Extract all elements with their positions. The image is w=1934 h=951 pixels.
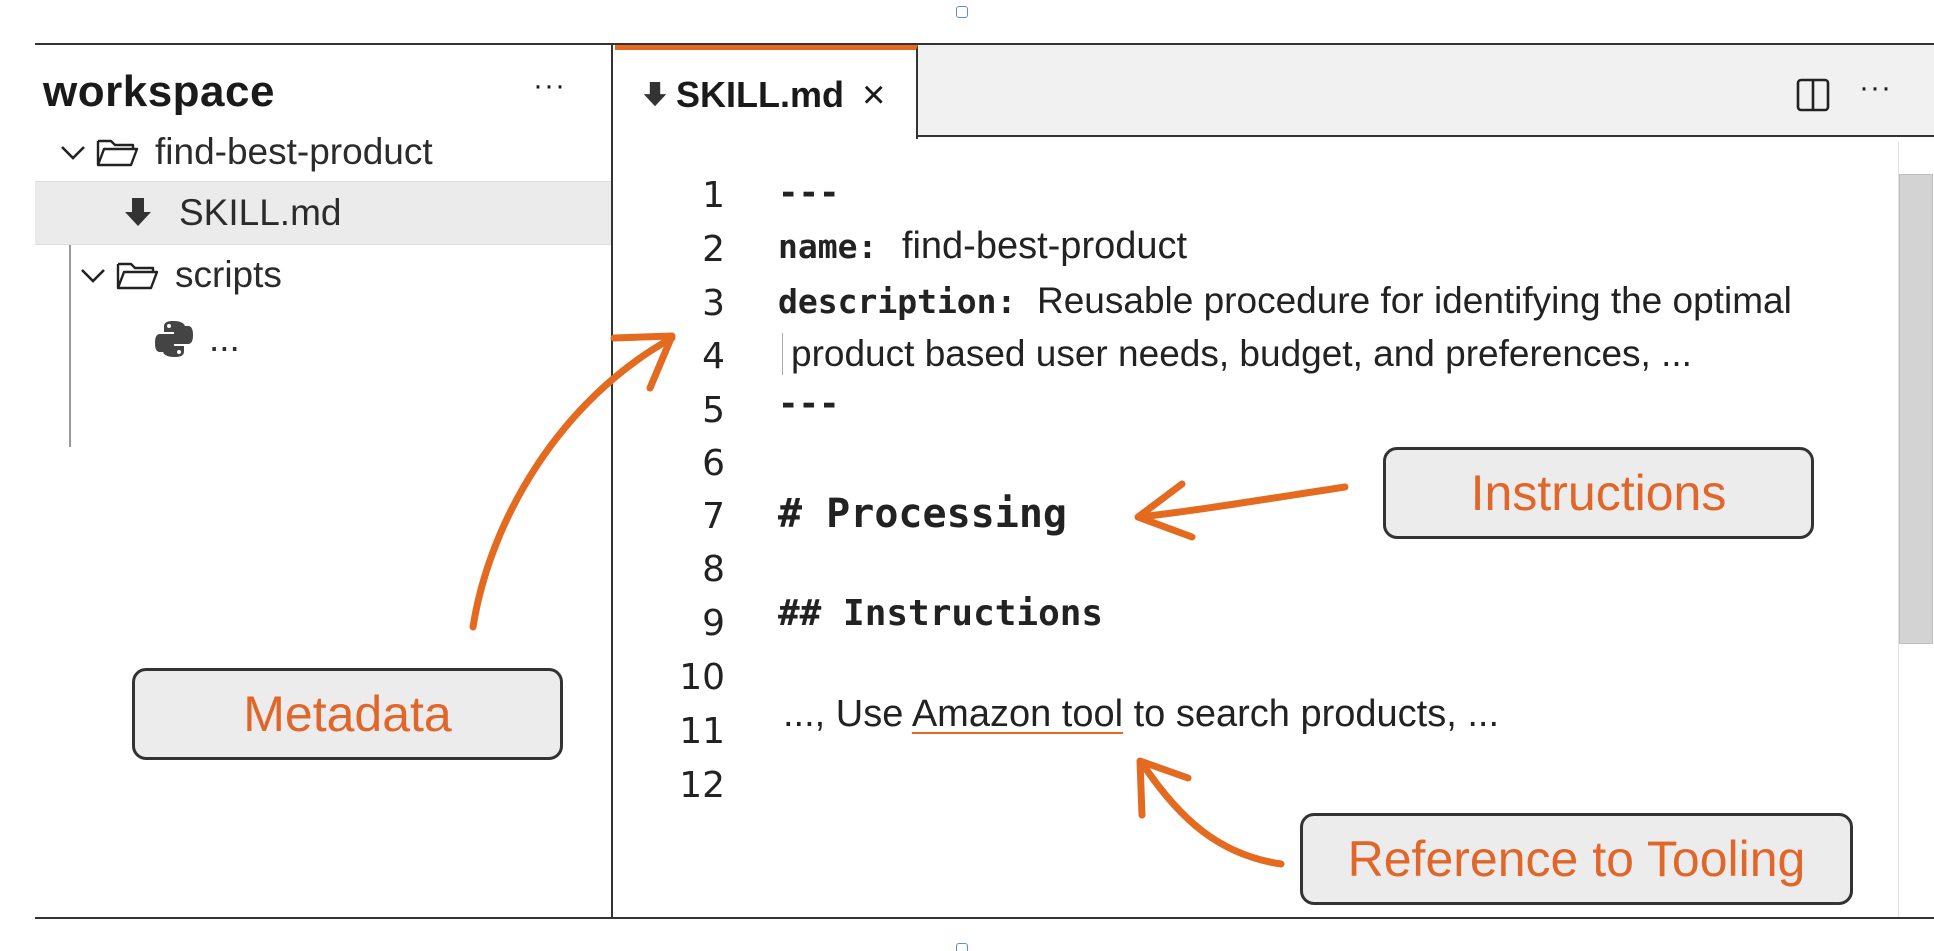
code-line-description-cont: product based user needs, budget, and pr… [782,333,1692,375]
callout-tooling: Reference to Tooling [1300,813,1853,905]
callout-instructions: Instructions [1383,447,1814,539]
heading-processing: # Processing [778,491,1067,537]
tree-item-python-file[interactable]: ... [35,307,611,371]
python-icon [155,321,193,357]
editor-more-button[interactable]: ··· [1859,71,1892,104]
folder-open-icon [116,262,159,290]
line-number: 1 [702,175,725,216]
tree-indent-guide [69,223,71,447]
line-number: 6 [702,443,725,484]
amazon-tool-link[interactable]: Amazon tool [911,693,1124,735]
explorer-sidebar: workspace ··· find-best-product SKILL.md… [35,45,613,917]
sidebar-more-button[interactable]: ··· [533,69,566,102]
chevron-down-icon [81,269,105,283]
code-line-description: description: Reusable procedure for iden… [778,280,1792,323]
tree-item-scripts[interactable]: scripts [35,243,611,307]
line-number: 12 [679,765,725,806]
workspace-title: workspace [43,67,275,116]
code-editor: SKILL.md × ··· 1 2 3 4 5 6 7 8 9 10 11 1… [615,45,1934,917]
tree-item-label: scripts [175,254,282,295]
tree-item-label: find-best-product [155,131,433,172]
text-segment: to search products, ... [1123,693,1500,735]
bottom-resize-handle[interactable] [956,943,968,951]
frontmatter-value: find-best-product [901,225,1188,267]
line-number: 3 [702,283,725,324]
window-frame [35,43,1934,919]
split-editor-icon[interactable] [1796,78,1830,112]
frontmatter-key: description: [778,282,1017,321]
callout-metadata: Metadata [132,668,563,760]
text-segment: ..., Use [783,693,912,735]
code-line-frontmatter-start: --- [778,173,840,213]
line-number: 10 [679,657,725,698]
tree-item-find-best-product[interactable]: find-best-product [35,120,611,184]
frontmatter-key: name: [778,227,878,266]
line-number: 9 [702,603,725,644]
frontmatter-value: Reusable procedure for identifying the o… [1036,280,1792,321]
tree-item-label: SKILL.md [179,192,342,233]
folder-open-icon [96,139,139,167]
tree-item-label: ... [209,318,240,359]
markdown-download-icon [125,198,151,226]
code-line-name: name: find-best-product [778,225,1187,268]
top-resize-handle[interactable] [956,6,968,18]
line-number: 2 [702,229,725,270]
line-number: 7 [702,496,725,537]
line-number: 5 [702,390,725,431]
line-number: 8 [702,549,725,590]
tree-item-skill-md[interactable]: SKILL.md [35,181,611,245]
chevron-down-icon [61,146,85,160]
code-line-frontmatter-end: --- [778,384,840,424]
tab-label: SKILL.md [676,73,844,115]
code-line-tool-usage: ..., Use Amazon tool to search products,… [783,693,1499,736]
line-number: 11 [679,711,725,752]
line-number: 4 [702,336,725,377]
scrollbar-thumb[interactable] [1899,174,1933,644]
tab-skill-md[interactable]: SKILL.md × [615,45,918,139]
markdown-download-icon [643,81,667,106]
heading-instructions: ## Instructions [778,593,1104,634]
tab-close-button[interactable]: × [862,72,886,117]
